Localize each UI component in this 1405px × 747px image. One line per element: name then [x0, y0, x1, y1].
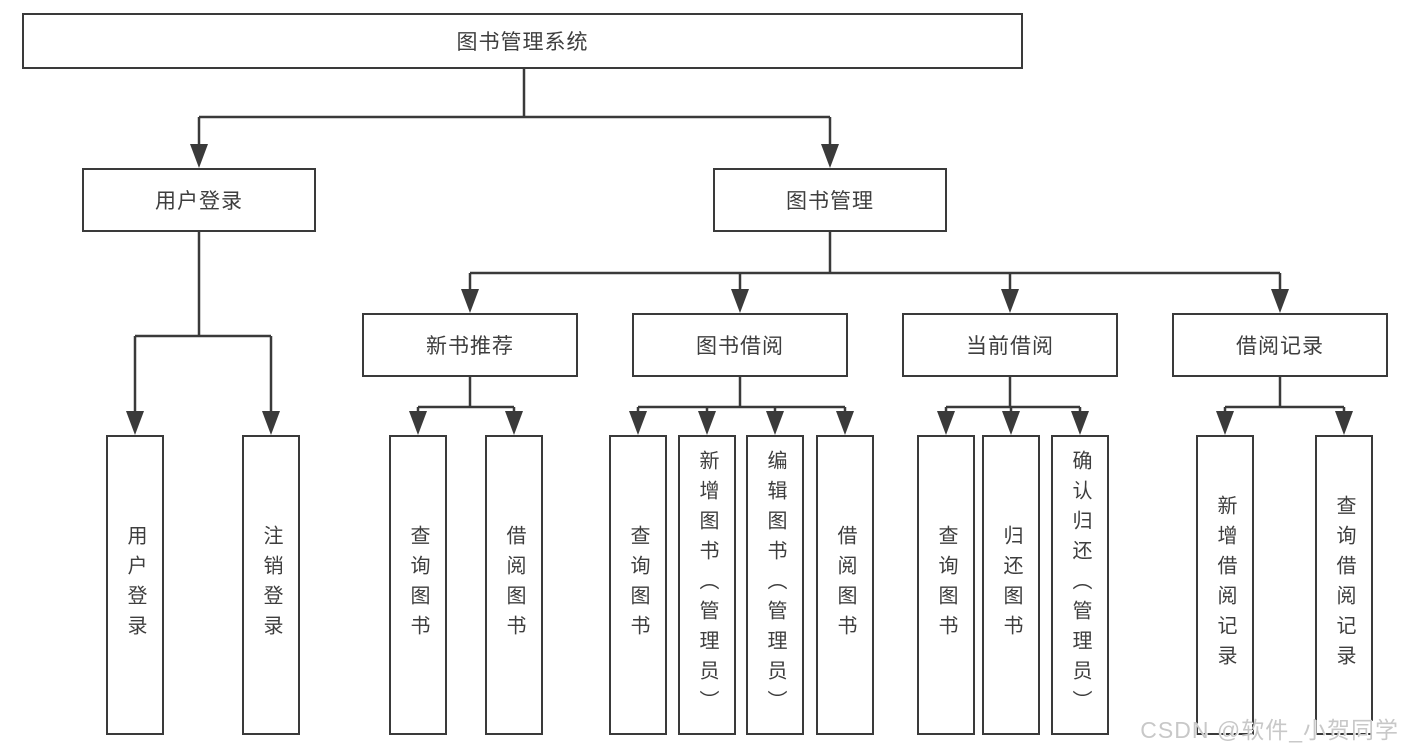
- node-root: 图书管理系统: [22, 13, 1023, 69]
- leaf-confirm-return-admin-label: 确认归还（管理员）: [1069, 450, 1091, 720]
- leaf-borrow-books-recommend: 借阅图书: [485, 435, 543, 735]
- leaf-user-login-label: 用户登录: [124, 525, 146, 645]
- leaf-user-login: 用户登录: [106, 435, 164, 735]
- leaf-query-books-borrow-label: 查询图书: [627, 525, 649, 645]
- node-book-borrow: 图书借阅: [632, 313, 848, 377]
- node-borrow-records: 借阅记录: [1172, 313, 1388, 377]
- node-root-label: 图书管理系统: [456, 31, 589, 54]
- csdn-watermark: CSDN @软件_小贺同学: [1140, 717, 1399, 743]
- node-new-book-recommend-label: 新书推荐: [426, 335, 514, 358]
- arrowheads: [126, 144, 1353, 435]
- leaf-return-books-label: 归还图书: [1000, 525, 1022, 645]
- leaf-query-books-borrow: 查询图书: [609, 435, 667, 735]
- node-current-borrow-label: 当前借阅: [966, 335, 1054, 358]
- leaf-add-borrow-record-label: 新增借阅记录: [1214, 495, 1236, 675]
- leaf-borrow-books-borrow: 借阅图书: [816, 435, 874, 735]
- leaf-add-books-admin-label: 新增图书（管理员）: [696, 450, 718, 720]
- leaf-query-books-recommend-label: 查询图书: [407, 525, 429, 645]
- leaf-return-books: 归还图书: [982, 435, 1040, 735]
- leaf-add-borrow-record: 新增借阅记录: [1196, 435, 1254, 735]
- leaf-query-borrow-record-label: 查询借阅记录: [1333, 495, 1355, 675]
- node-borrow-records-label: 借阅记录: [1236, 335, 1324, 358]
- node-book-management: 图书管理: [713, 168, 947, 232]
- node-book-borrow-label: 图书借阅: [696, 335, 784, 358]
- leaf-edit-books-admin-label: 编辑图书（管理员）: [764, 450, 786, 720]
- leaf-query-books-current: 查询图书: [917, 435, 975, 735]
- node-new-book-recommend: 新书推荐: [362, 313, 578, 377]
- node-user-login-label: 用户登录: [155, 190, 243, 213]
- leaf-logout-label: 注销登录: [260, 525, 282, 645]
- leaf-borrow-books-borrow-label: 借阅图书: [834, 525, 856, 645]
- leaf-edit-books-admin: 编辑图书（管理员）: [746, 435, 804, 735]
- leaf-add-books-admin: 新增图书（管理员）: [678, 435, 736, 735]
- leaf-borrow-books-recommend-label: 借阅图书: [503, 525, 525, 645]
- node-book-management-label: 图书管理: [786, 190, 874, 213]
- node-current-borrow: 当前借阅: [902, 313, 1118, 377]
- leaf-logout: 注销登录: [242, 435, 300, 735]
- leaf-confirm-return-admin: 确认归还（管理员）: [1051, 435, 1109, 735]
- leaf-query-books-recommend: 查询图书: [389, 435, 447, 735]
- leaf-query-borrow-record: 查询借阅记录: [1315, 435, 1373, 735]
- leaf-query-books-current-label: 查询图书: [935, 525, 957, 645]
- node-user-login: 用户登录: [82, 168, 316, 232]
